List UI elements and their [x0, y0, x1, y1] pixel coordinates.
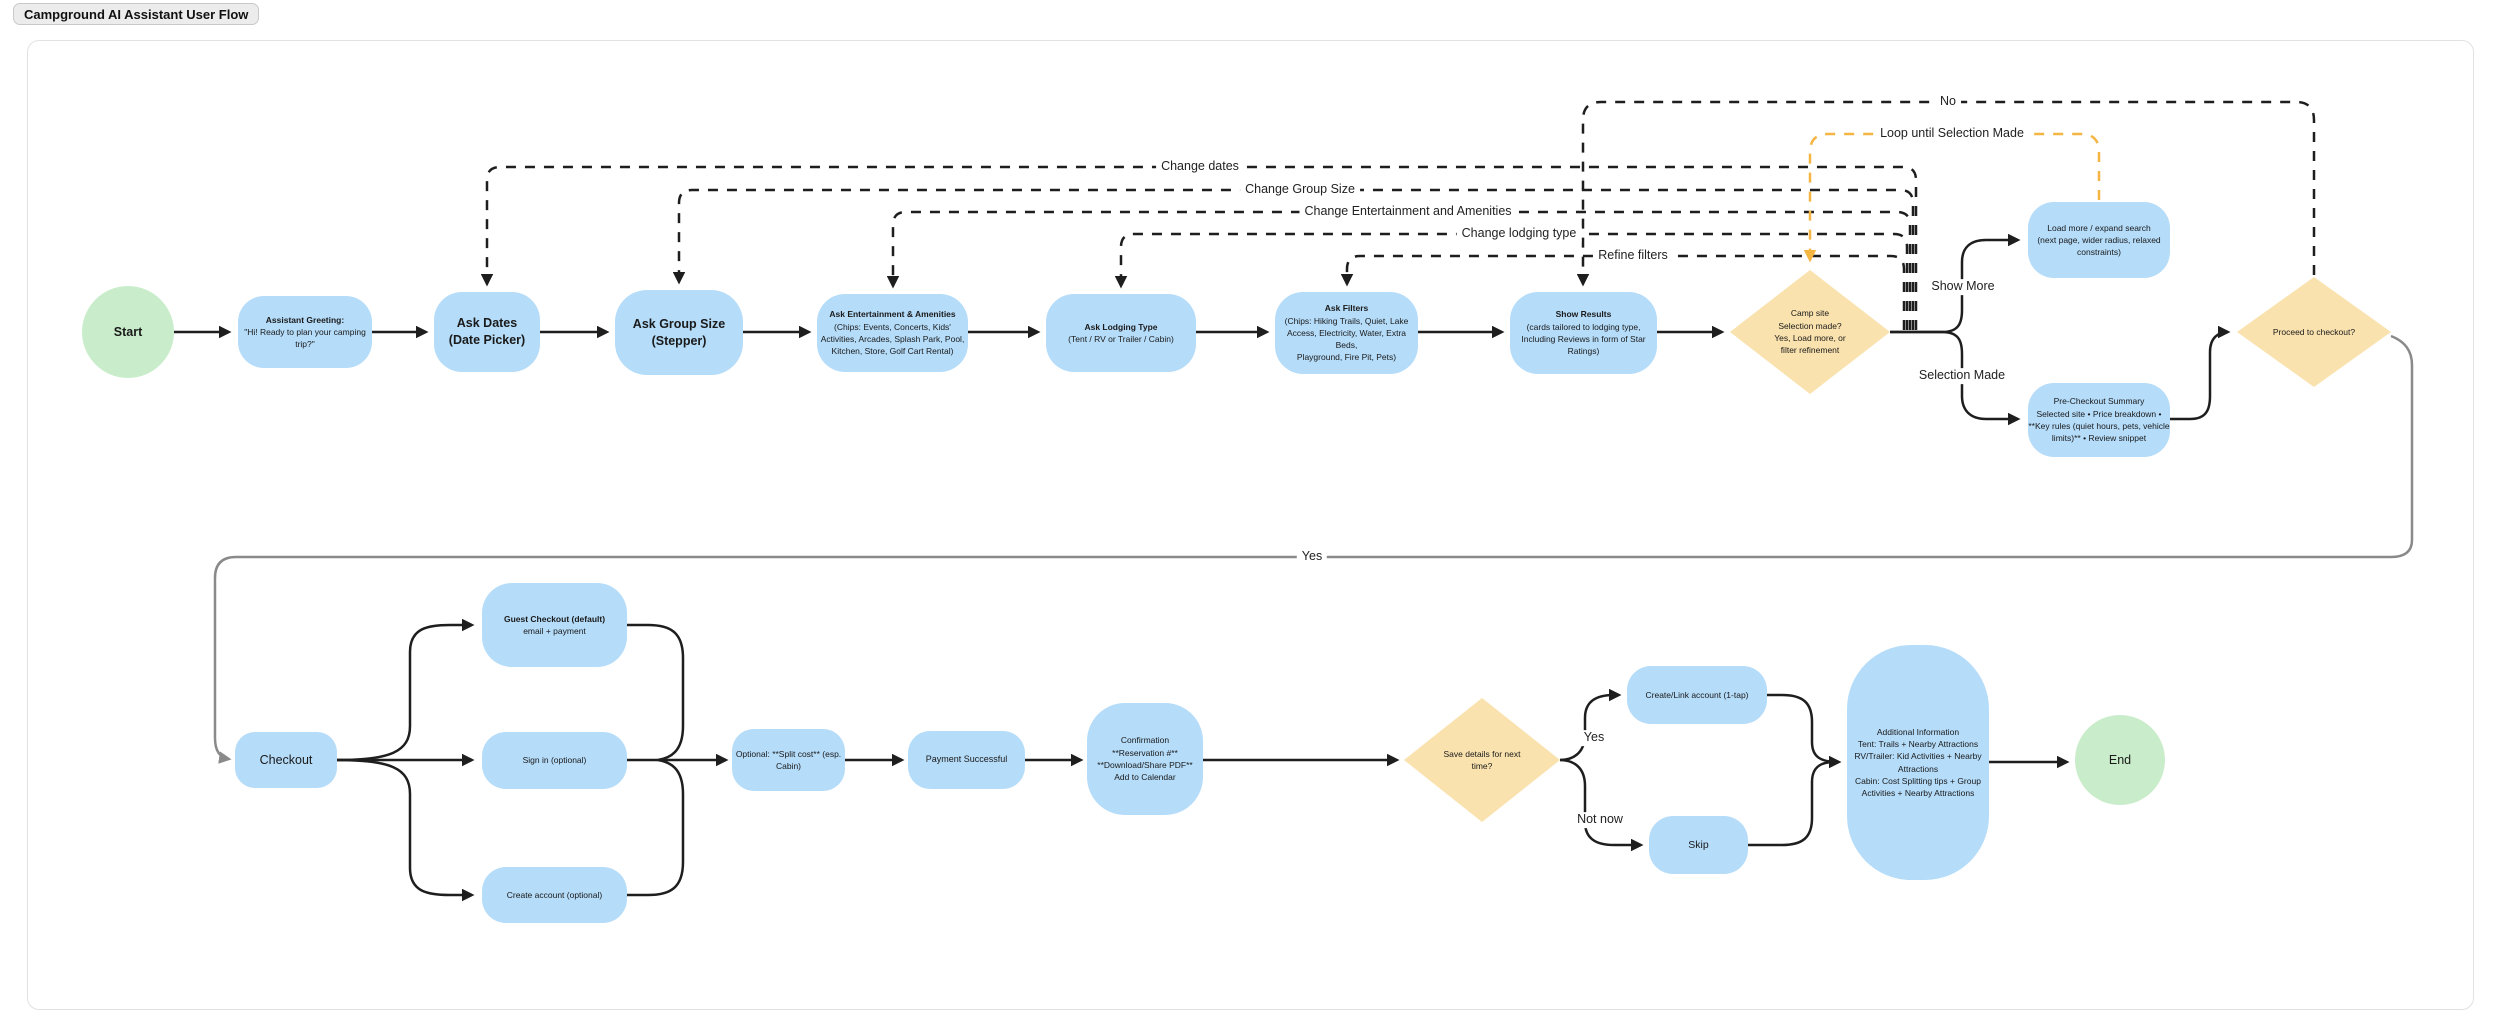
node-ask-group-size[interactable]: Ask Group Size (Stepper): [615, 290, 743, 375]
edge-label-loop-until-selection: Loop until Selection Made: [1875, 126, 2029, 142]
node-additional-info[interactable]: Additional Information Tent: Trails + Ne…: [1847, 645, 1989, 880]
assistant-greeting-body: "Hi! Ready to plan your camping trip?": [244, 326, 366, 350]
edge-label-selection-made: Selection Made: [1913, 368, 2011, 384]
node-pre-checkout-summary[interactable]: Pre-Checkout Summary Selected site • Pri…: [2028, 383, 2170, 457]
payment-label: Payment Successful: [925, 754, 1008, 765]
assistant-greeting-title: Assistant Greeting:: [265, 314, 345, 325]
node-guest-checkout[interactable]: Guest Checkout (default) email + payment: [482, 583, 627, 667]
edge-label-change-entertainment: Change Entertainment and Amenities: [1299, 204, 1517, 220]
sign-in-label: Sign in (optional): [522, 755, 587, 766]
node-ask-lodging-type[interactable]: Ask Lodging Type (Tent / RV or Trailer /…: [1046, 294, 1196, 372]
edge-save-skip: [1559, 758, 1644, 852]
node-ask-filters[interactable]: Ask Filters (Chips: Hiking Trails, Quiet…: [1275, 292, 1418, 374]
ask-dates-title: Ask Dates: [456, 316, 518, 331]
save-decision-text: Save details for next time?: [1443, 748, 1521, 771]
ask-entertainment-body: (Chips: Events, Concerts, Kids' Activiti…: [820, 321, 965, 357]
split-cost-label: Optional: **Split cost** (esp. Cabin): [735, 748, 842, 771]
edge-label-change-dates: Change dates: [1156, 159, 1244, 175]
edge-skip-additional: [1748, 760, 1835, 847]
edge-checkout-guest: [336, 618, 475, 762]
edge-createlink-additional: [1767, 693, 1842, 769]
show-results-body: (cards tailored to lodging type, Includi…: [1521, 321, 1646, 357]
campsite-decision-text: Camp site Selection made? Yes, Load more…: [1774, 308, 1846, 356]
edge-loop-change-dates: [480, 165, 1918, 330]
skip-label: Skip: [1688, 838, 1709, 851]
ask-group-size-title: Ask Group Size: [632, 316, 726, 331]
node-ask-entertainment[interactable]: Ask Entertainment & Amenities (Chips: Ev…: [817, 294, 968, 372]
proceed-decision-text: Proceed to checkout?: [2272, 326, 2356, 337]
node-start-label: Start: [113, 324, 143, 339]
node-start[interactable]: Start: [82, 286, 174, 378]
node-sign-in[interactable]: Sign in (optional): [482, 732, 627, 789]
edge-label-change-lodging-type: Change lodging type: [1456, 226, 1582, 242]
edge-guest-merge: [627, 623, 685, 762]
edge-label-yes-checkout: Yes: [1296, 549, 1328, 565]
edge-label-not-now: Not now: [1572, 812, 1628, 828]
ask-group-size-body: (Stepper): [651, 333, 707, 348]
node-create-link-account[interactable]: Create/Link account (1-tap): [1627, 666, 1767, 724]
edge-loop-change-group: [672, 188, 1915, 330]
diagram-title: Campground AI Assistant User Flow: [24, 6, 249, 22]
edge-create-merge: [627, 758, 685, 897]
flow-canvas: [27, 40, 2474, 1010]
confirmation-text: Confirmation **Reservation #** **Downloa…: [1097, 735, 1193, 783]
edge-label-yes-save: Yes: [1578, 730, 1610, 746]
edge-label-show-more: Show More: [1926, 279, 2000, 295]
node-ask-dates[interactable]: Ask Dates (Date Picker): [434, 292, 540, 372]
node-assistant-greeting[interactable]: Assistant Greeting: "Hi! Ready to plan y…: [238, 296, 372, 368]
additional-info-text: Additional Information Tent: Trails + Ne…: [1854, 726, 1982, 799]
node-end-label: End: [2108, 752, 2132, 767]
edge-precheckout-proceed: [2170, 325, 2231, 421]
ask-lodging-title: Ask Lodging Type: [1084, 321, 1158, 332]
ask-entertainment-title: Ask Entertainment & Amenities: [829, 309, 956, 320]
ask-lodging-body: (Tent / RV or Trailer / Cabin): [1068, 334, 1174, 344]
node-load-more[interactable]: Load more / expand search (next page, wi…: [2028, 202, 2170, 278]
node-end[interactable]: End: [2075, 715, 2165, 805]
edge-loadmore-loop-campdecision: [1803, 132, 2101, 263]
show-results-title: Show Results: [1555, 309, 1612, 320]
pre-checkout-text: Pre-Checkout Summary Selected site • Pri…: [2028, 396, 2170, 444]
node-create-account[interactable]: Create account (optional): [482, 867, 627, 923]
edge-label-no: No: [1935, 94, 1961, 110]
edge-label-refine-filters: Refine filters: [1593, 248, 1673, 264]
node-show-results[interactable]: Show Results (cards tailored to lodging …: [1510, 292, 1657, 374]
checkout-label: Checkout: [259, 752, 313, 767]
node-skip[interactable]: Skip: [1649, 816, 1748, 874]
ask-filters-body: (Chips: Hiking Trails, Quiet, Lake Acces…: [1284, 315, 1409, 363]
ask-filters-title: Ask Filters: [1324, 303, 1369, 314]
edge-checkout-create: [336, 758, 475, 902]
node-payment-successful[interactable]: Payment Successful: [908, 731, 1025, 789]
edge-proceed-no-results: [1576, 100, 2316, 287]
create-link-label: Create/Link account (1-tap): [1645, 689, 1749, 700]
create-account-label: Create account (optional): [506, 889, 603, 900]
node-checkout[interactable]: Checkout: [235, 732, 337, 788]
guest-checkout-title: Guest Checkout (default): [503, 613, 606, 624]
edge-label-change-group-size: Change Group Size: [1240, 182, 1360, 198]
load-more-text: Load more / expand search (next page, wi…: [2037, 222, 2161, 258]
node-confirmation[interactable]: Confirmation **Reservation #** **Downloa…: [1087, 703, 1203, 815]
edge-save-createlink: [1559, 688, 1622, 762]
diagram-title-badge: Campground AI Assistant User Flow: [13, 3, 260, 25]
guest-checkout-body: email + payment: [523, 626, 586, 636]
ask-dates-body: (Date Picker): [448, 333, 526, 347]
node-split-cost[interactable]: Optional: **Split cost** (esp. Cabin): [732, 729, 845, 791]
